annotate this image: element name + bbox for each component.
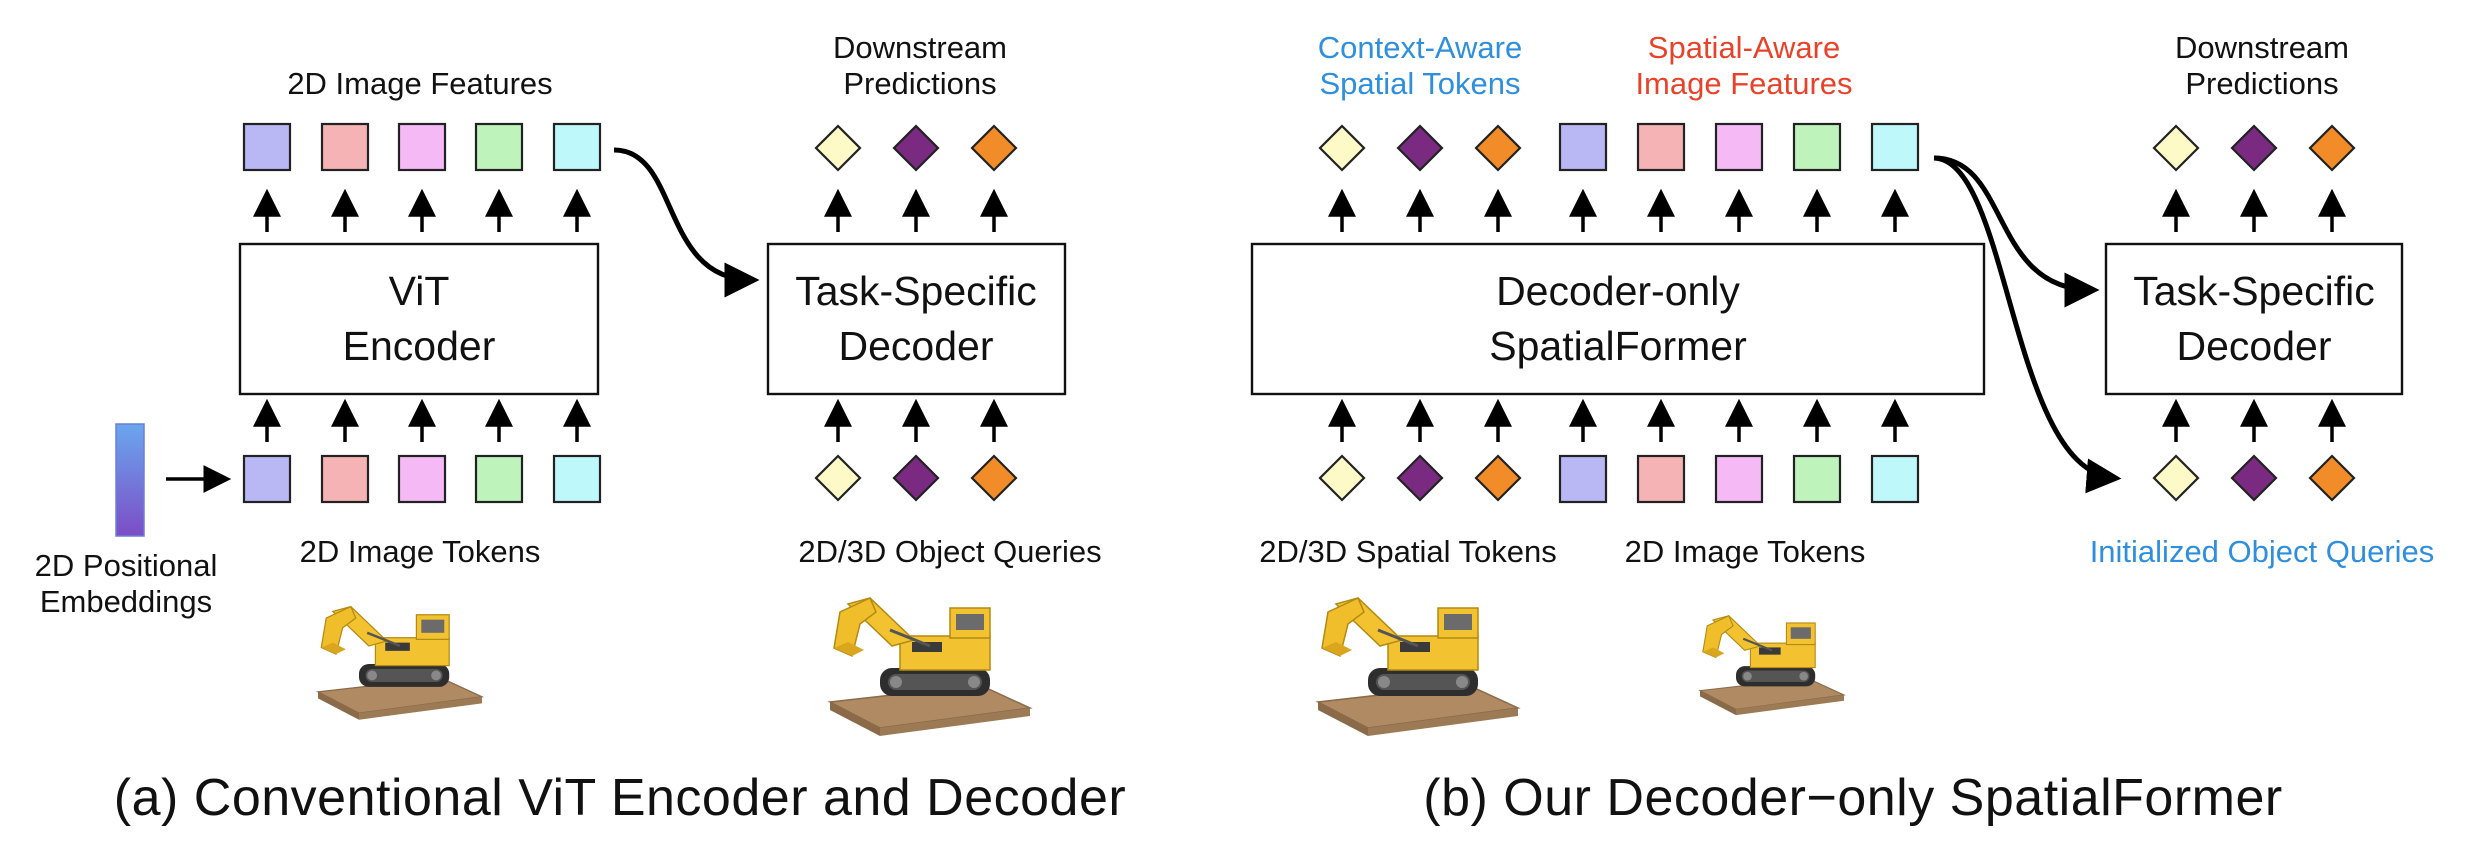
prediction-b-diamond-orange — [2308, 124, 2356, 172]
query-diamond-yellow — [814, 454, 862, 502]
task-decoder-title-line2: Decoder — [839, 323, 994, 369]
object-queries-label: 2D/3D Object Queries — [798, 534, 1101, 569]
decoder-arrows — [824, 188, 1008, 442]
image-features-label: 2D Image Features — [287, 66, 552, 101]
prediction-diamond-orange — [970, 124, 1018, 172]
positional-embeddings-label-line1: 2D Positional — [35, 548, 218, 583]
feature-token-cyan — [552, 122, 602, 172]
predictions-b-label-line1: Downstream — [2175, 30, 2349, 65]
features-to-decoder-b-arrow — [1933, 155, 2100, 308]
initialized-queries-label: Initialized Object Queries — [2090, 534, 2435, 569]
vit-encoder-title-line2: Encoder — [343, 323, 496, 369]
image-token-cyan — [552, 454, 602, 504]
image-token-pink — [397, 454, 447, 504]
vit-encoder-title-line1: ViT — [389, 268, 450, 314]
caption-a: (a) Conventional ViT Encoder and Decoder — [114, 769, 1126, 827]
feature-token-blue — [242, 122, 292, 172]
spatial-aware-label-line2: Image Features — [1635, 66, 1852, 101]
prediction-b-diamond-purple — [2230, 124, 2278, 172]
prediction-b-diamond-yellow — [2152, 124, 2200, 172]
spatial-tokens-label: 2D/3D Spatial Tokens — [1259, 534, 1557, 569]
spatial-aware-label-line1: Spatial-Aware — [1648, 30, 1840, 65]
predictions-label-line2: Predictions — [843, 66, 996, 101]
spatialformer-title-line1: Decoder-only — [1496, 268, 1740, 314]
spatial-feature-pink — [1714, 122, 1764, 172]
prediction-diamond-purple — [892, 124, 940, 172]
decoder-b-arrows — [2162, 188, 2346, 442]
image-token-b-cyan — [1870, 454, 1920, 504]
image-tokens-label: 2D Image Tokens — [300, 534, 541, 569]
spatial-feature-red — [1636, 122, 1686, 172]
spatial-feature-blue — [1558, 122, 1608, 172]
feature-token-red — [320, 122, 370, 172]
image-token-blue — [242, 454, 292, 504]
lego-excavator-image-a1 — [316, 605, 484, 721]
init-query-diamond-purple — [2230, 454, 2278, 502]
spatialformer-arrows — [1328, 188, 1909, 442]
task-decoder-b-title-line2: Decoder — [2177, 323, 2332, 369]
positional-embedding-bar — [115, 423, 145, 537]
spatial-feature-green — [1792, 122, 1842, 172]
feature-token-pink — [397, 122, 447, 172]
context-aware-label-line2: Spatial Tokens — [1319, 66, 1520, 101]
context-diamond-orange — [1474, 124, 1522, 172]
lego-excavator-image-b1 — [1316, 596, 1520, 738]
image-token-b-green — [1792, 454, 1842, 504]
spatial-token-diamond-yellow — [1318, 454, 1366, 502]
query-diamond-orange — [970, 454, 1018, 502]
context-diamond-purple — [1396, 124, 1444, 172]
lego-excavator-image-a2 — [828, 596, 1032, 738]
image-token-b-red — [1636, 454, 1686, 504]
panel-a: 2D Image Features Downstream Predictions… — [35, 30, 1126, 827]
image-token-b-pink — [1714, 454, 1764, 504]
spatial-token-diamond-orange — [1474, 454, 1522, 502]
task-decoder-box — [766, 242, 1067, 396]
spatialformer-title-line2: SpatialFormer — [1489, 323, 1746, 369]
feature-token-green — [474, 122, 524, 172]
spatial-token-diamond-purple — [1396, 454, 1444, 502]
init-query-diamond-orange — [2308, 454, 2356, 502]
positional-embeddings-label-line2: Embeddings — [40, 584, 212, 619]
caption-b: (b) Our Decoder−only SpatialFormer — [1423, 769, 2282, 827]
lego-excavator-image-b2 — [1698, 614, 1846, 717]
task-decoder-title-line1: Task-Specific — [795, 268, 1037, 314]
predictions-label-line1: Downstream — [833, 30, 1007, 65]
predictions-b-label-line2: Predictions — [2185, 66, 2338, 101]
task-decoder-b-box — [2104, 242, 2404, 396]
image-tokens-b-label: 2D Image Tokens — [1625, 534, 1866, 569]
features-to-decoder-arrow — [613, 147, 760, 298]
spatialformer-box — [1250, 242, 1986, 396]
prediction-diamond-yellow — [814, 124, 862, 172]
vit-encoder-box — [238, 242, 600, 396]
query-diamond-purple — [892, 454, 940, 502]
init-query-diamond-yellow — [2152, 454, 2200, 502]
panel-b: Context-Aware Spatial Tokens Spatial-Awa… — [1250, 30, 2435, 827]
spatial-feature-cyan — [1870, 122, 1920, 172]
features-to-queries-arrow — [1933, 155, 2122, 494]
image-token-red — [320, 454, 370, 504]
image-token-green — [474, 454, 524, 504]
context-diamond-yellow — [1318, 124, 1366, 172]
context-aware-label-line1: Context-Aware — [1318, 30, 1522, 65]
task-decoder-b-title-line1: Task-Specific — [2133, 268, 2375, 314]
image-token-b-blue — [1558, 454, 1608, 504]
encoder-arrows — [253, 188, 591, 442]
